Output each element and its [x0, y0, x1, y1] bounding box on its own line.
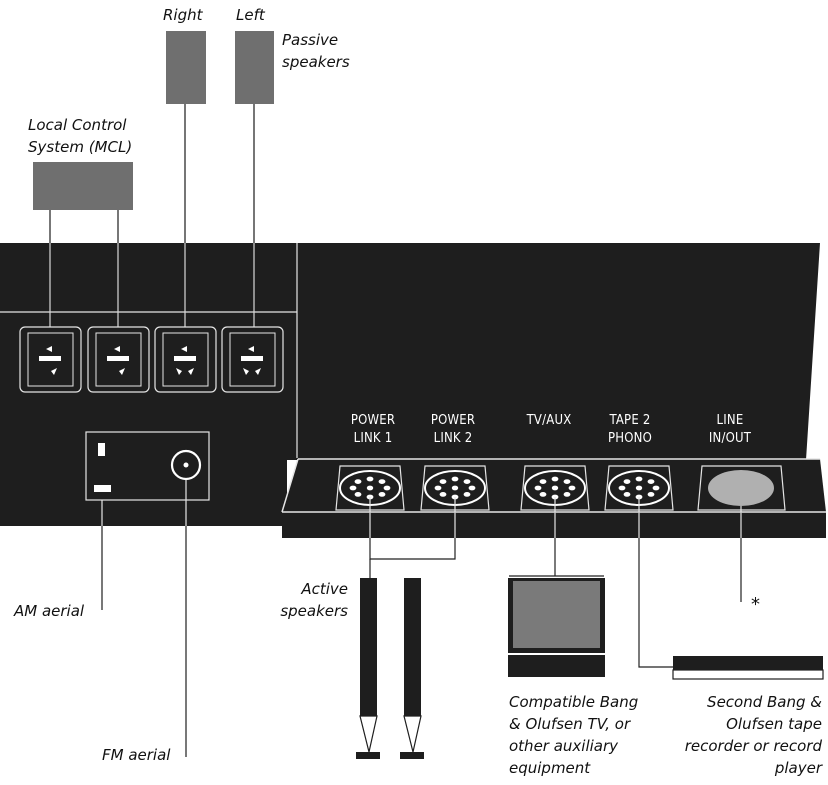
din-socket: [335, 465, 405, 511]
mcl-box: [33, 162, 133, 210]
tape-2-phono-label: TAPE 2 PHONO: [607, 413, 652, 446]
tv-set: [508, 575, 605, 677]
asterisk-note: *: [751, 594, 760, 615]
small-sockets: [19, 326, 284, 393]
speaker-socket: [154, 326, 217, 393]
bottom-cables-inside: [369, 497, 742, 538]
am-aerial-label: AM aerial: [14, 602, 85, 620]
active-speaker-right: [400, 578, 424, 759]
tape-label: Second Bang & Olufsen tape recorder or r…: [684, 693, 822, 777]
line-socket: [708, 470, 774, 506]
right-passive-speaker: [166, 31, 206, 104]
power-link-2-label: POWER LINK 2: [430, 413, 476, 446]
speaker-socket: [19, 326, 82, 393]
din-socket: [520, 465, 590, 511]
din-sockets: [335, 465, 674, 511]
left-passive-speaker: [235, 31, 274, 104]
mcl-label: Local Control System (MCL): [28, 116, 133, 156]
fm-socket-pin: [183, 462, 189, 468]
speaker-socket: [87, 326, 150, 393]
fm-socket: [170, 449, 202, 481]
am-socket: [98, 443, 105, 456]
socket-strip-base: [282, 512, 826, 538]
power-link-1-label: POWER LINK 1: [350, 413, 396, 446]
strip-edge: [281, 458, 299, 513]
passive-speakers-label: Passive speakers: [282, 31, 350, 71]
left-speaker-label: Left: [236, 6, 265, 24]
line-in-out-label: LINE IN/OUT: [708, 413, 752, 446]
right-speaker-label: Right: [163, 6, 203, 24]
tv-screen: [513, 581, 600, 648]
active-speakers-label: Active speakers: [280, 580, 348, 620]
top-cables-outside: [49, 104, 255, 243]
din-socket: [604, 465, 674, 511]
active-speaker-left: [356, 578, 380, 759]
fm-aerial-label: FM aerial: [102, 746, 171, 764]
speaker-socket: [221, 326, 284, 393]
din-socket: [420, 465, 490, 511]
tape-recorder: [672, 656, 824, 680]
tv-label: Compatible Bang & Olufsen TV, or other a…: [509, 693, 639, 777]
am-socket-bar: [94, 485, 111, 492]
tv-aux-label: TV/AUX: [526, 413, 572, 428]
